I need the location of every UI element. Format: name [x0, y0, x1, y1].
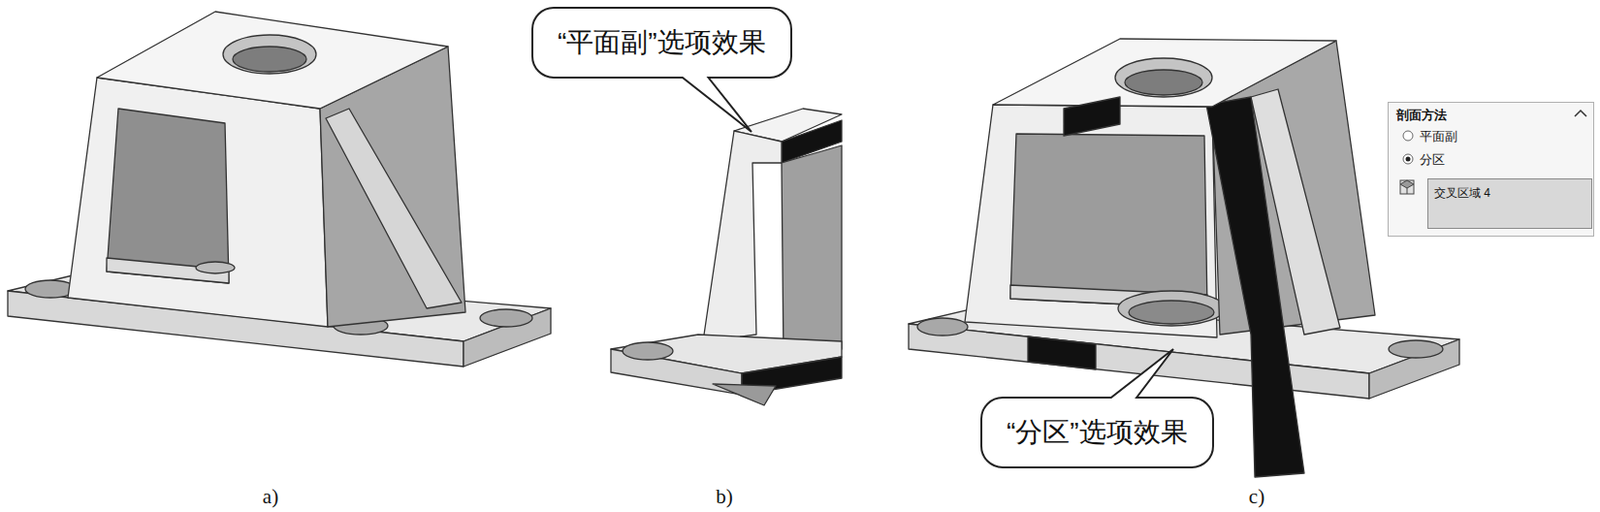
frame-window — [1010, 133, 1208, 309]
radio-button — [1403, 154, 1413, 164]
part-a — [7, 11, 551, 367]
frame-face — [703, 130, 782, 342]
panel-decor — [1387, 101, 1595, 237]
option-label: 平面副 — [1419, 128, 1594, 146]
frame-window — [106, 108, 229, 284]
frame-face — [964, 104, 1217, 338]
base-side — [1369, 339, 1460, 399]
bolt-hole — [1388, 340, 1443, 358]
collapse-chevron — [1574, 110, 1587, 117]
bubble-shape — [532, 7, 792, 132]
bolt-hole — [195, 261, 235, 274]
base-side — [463, 308, 551, 367]
callout-bubble: “分区”选项效果 — [981, 397, 1214, 468]
top-face — [992, 38, 1337, 107]
radio-button — [1403, 130, 1413, 141]
base-recess — [712, 384, 776, 406]
section-face — [1206, 96, 1305, 478]
section-face — [1063, 96, 1120, 136]
rib — [325, 108, 462, 309]
list-item: 交叉区域 4 — [1434, 184, 1592, 202]
top-hole-inner — [232, 46, 307, 72]
bolt-hole — [480, 309, 533, 327]
cut-hole-inner — [1128, 300, 1215, 324]
option-label: 分区 — [1419, 151, 1594, 169]
radio-dot — [1406, 157, 1411, 162]
panel-ground — [1387, 101, 1595, 237]
top-hole — [223, 34, 317, 74]
part-c — [908, 38, 1460, 478]
bolt-hole — [622, 342, 673, 360]
selection-icon-mark — [1400, 180, 1414, 194]
top-hole — [1115, 58, 1213, 97]
callout-bubble: “平面副”选项效果 — [532, 7, 792, 78]
section-face — [1027, 336, 1096, 370]
callout-text: “分区”选项效果 — [1006, 416, 1188, 449]
panel-heading: 剖面方法 — [1396, 106, 1594, 125]
selection-list: 交叉区域 4 — [1427, 178, 1593, 229]
bolt-hole — [917, 318, 968, 336]
inner-face — [781, 145, 842, 359]
figure-label-text: a) — [262, 484, 279, 510]
property-panel: 剖面方法平面副分区交叉区域 4 — [1387, 101, 1595, 237]
top-face — [96, 11, 448, 109]
top-hole-inner — [1124, 69, 1203, 96]
frame-face — [67, 77, 328, 327]
cut-hole — [1118, 290, 1225, 326]
figure-label-text: b) — [715, 484, 734, 510]
figure-label: a) — [262, 484, 279, 510]
figure-label: c) — [1248, 484, 1265, 510]
callout-text: “平面副”选项效果 — [557, 26, 767, 60]
bubble-shape — [981, 349, 1214, 468]
figure-label: b) — [715, 484, 734, 510]
part-b — [610, 108, 842, 406]
selection-icon — [1400, 180, 1414, 194]
figure-label-text: c) — [1248, 484, 1265, 510]
